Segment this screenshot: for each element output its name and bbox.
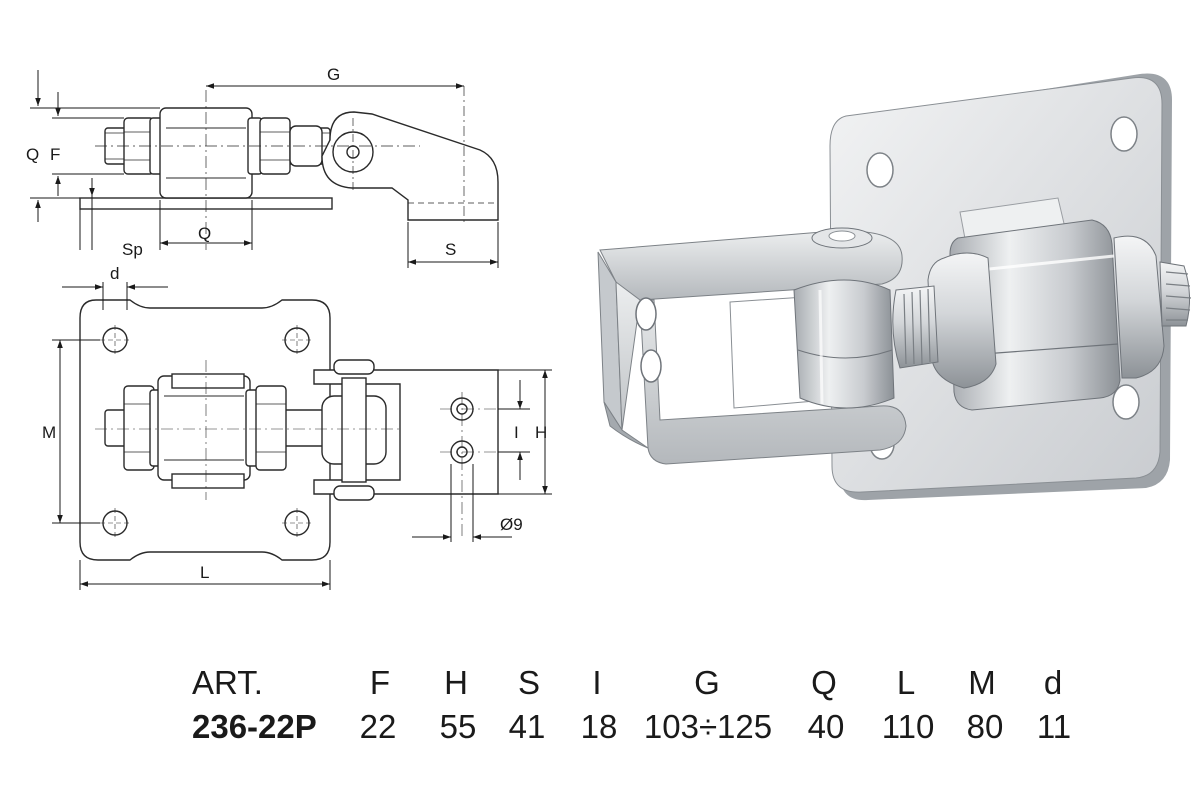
value-l: 110 bbox=[881, 708, 935, 745]
header-g: G bbox=[694, 664, 720, 701]
render-bracket-hole-lower bbox=[640, 349, 662, 383]
header-d: d bbox=[1043, 664, 1063, 701]
value-f: 22 bbox=[359, 708, 397, 745]
label-g: G bbox=[327, 65, 340, 84]
plan-hex-bottom bbox=[171, 473, 245, 489]
label-d: d bbox=[110, 264, 119, 283]
spec-table: ART. F H S I G Q L M d 236-22P 22 55 41 … bbox=[0, 655, 1200, 755]
side-view bbox=[79, 86, 499, 250]
label-hole-diameter: Ø9 bbox=[500, 515, 523, 534]
label-q-vertical: Q bbox=[26, 145, 39, 164]
render-bracket-hole-upper bbox=[635, 297, 657, 331]
render-bracket-side bbox=[603, 401, 649, 449]
render-nut-right bbox=[1113, 235, 1165, 379]
value-s: 41 bbox=[508, 708, 546, 745]
plan-hole-bottom-right bbox=[284, 510, 310, 536]
header-l: L bbox=[896, 664, 916, 701]
hinge-technical-drawing: G Q F Sp Q S bbox=[26, 65, 1192, 590]
label-f: F bbox=[50, 145, 60, 164]
plan-bushing-flange bbox=[341, 377, 367, 483]
header-m: M bbox=[968, 664, 996, 701]
label-h: H bbox=[535, 423, 547, 442]
side-dimensions bbox=[30, 70, 499, 268]
plan-dimensions bbox=[52, 282, 552, 590]
value-d: 11 bbox=[1036, 708, 1072, 745]
label-i: I bbox=[514, 423, 519, 442]
plan-nut-right-outer bbox=[255, 385, 287, 471]
label-s: S bbox=[445, 240, 456, 259]
render-plate-hole-tl bbox=[866, 152, 894, 188]
value-m: 80 bbox=[966, 708, 1004, 745]
label-q-horizontal: Q bbox=[198, 224, 211, 243]
label-m: M bbox=[42, 423, 56, 442]
render-bushing bbox=[793, 279, 895, 409]
header-s: S bbox=[517, 664, 541, 701]
plan-hole-top-left bbox=[102, 327, 128, 353]
label-l: L bbox=[200, 563, 209, 582]
header-i: I bbox=[592, 664, 602, 701]
header-q: Q bbox=[811, 664, 837, 701]
plan-hex-top bbox=[171, 373, 245, 389]
hinge-3d-render bbox=[597, 73, 1192, 501]
value-q: 40 bbox=[807, 708, 845, 745]
value-art: 236-22P bbox=[192, 708, 317, 745]
plan-hex-body bbox=[157, 375, 251, 481]
plan-hole-bottom-left bbox=[102, 510, 128, 536]
plan-view bbox=[79, 299, 530, 561]
value-g: 103÷125 bbox=[643, 708, 773, 745]
render-bracket-face bbox=[615, 280, 907, 465]
label-sp: Sp bbox=[122, 240, 143, 259]
value-h: 55 bbox=[439, 708, 477, 745]
plan-hole-top-right bbox=[284, 327, 310, 353]
header-art: ART. bbox=[192, 664, 263, 701]
plan-bushing-bottom-cap bbox=[333, 485, 375, 501]
plan-bushing-top-cap bbox=[333, 359, 375, 375]
render-nut-left bbox=[927, 252, 997, 389]
header-h: H bbox=[444, 664, 468, 701]
value-i: 18 bbox=[580, 708, 618, 745]
render-plate-hole-br bbox=[1112, 384, 1140, 420]
header-f: F bbox=[369, 664, 391, 701]
render-plate-hole-tr bbox=[1110, 116, 1138, 152]
render-thread-right bbox=[1159, 261, 1190, 327]
render-thread-left bbox=[892, 285, 939, 369]
